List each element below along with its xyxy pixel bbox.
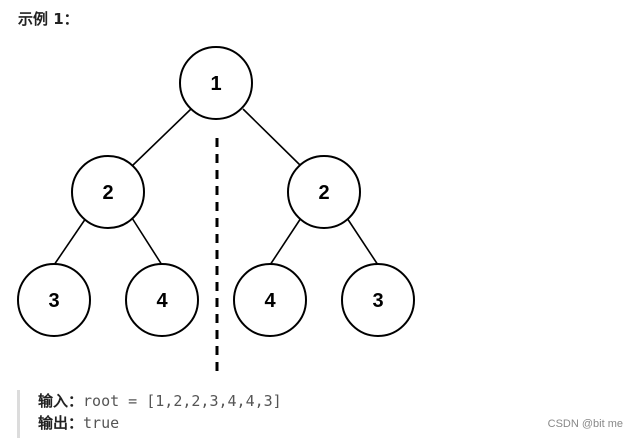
input-value: root = [1,2,2,3,4,4,3] [83,392,282,410]
tree-node-label: 2 [318,182,329,204]
input-label: 输入： [38,392,84,410]
tree-node-right-right: 3 [341,263,415,337]
tree-node-right: 2 [287,155,361,229]
edge-left-leftleft [53,217,87,266]
edge-root-left [131,108,192,167]
tree-node-label: 3 [48,290,59,312]
tree-node-right-left: 4 [233,263,307,337]
edge-left-leftright [131,217,163,266]
tree-node-root: 1 [179,46,253,120]
tree-node-label: 1 [210,73,221,95]
example-heading: 示例 1： [18,10,79,28]
edge-right-rightleft [269,217,302,266]
output-value: true [83,414,120,432]
tree-node-label: 4 [156,290,168,312]
input-line: 输入：root = [1,2,2,3,4,4,3] [38,390,577,412]
tree-node-label: 3 [372,290,383,312]
example-io-block: 输入：root = [1,2,2,3,4,4,3] 输出：true [17,390,577,438]
edge-right-rightright [346,217,379,266]
tree-node-label: 2 [102,182,113,204]
tree-node-left-right: 4 [125,263,199,337]
tree-node-left-left: 3 [17,263,91,337]
csdn-watermark: CSDN @bit me [547,418,623,430]
tree-node-label: 4 [264,290,276,312]
tree-node-left: 2 [71,155,145,229]
edge-root-right [242,108,302,167]
output-line: 输出：true [38,412,577,434]
output-label: 输出： [38,414,84,432]
